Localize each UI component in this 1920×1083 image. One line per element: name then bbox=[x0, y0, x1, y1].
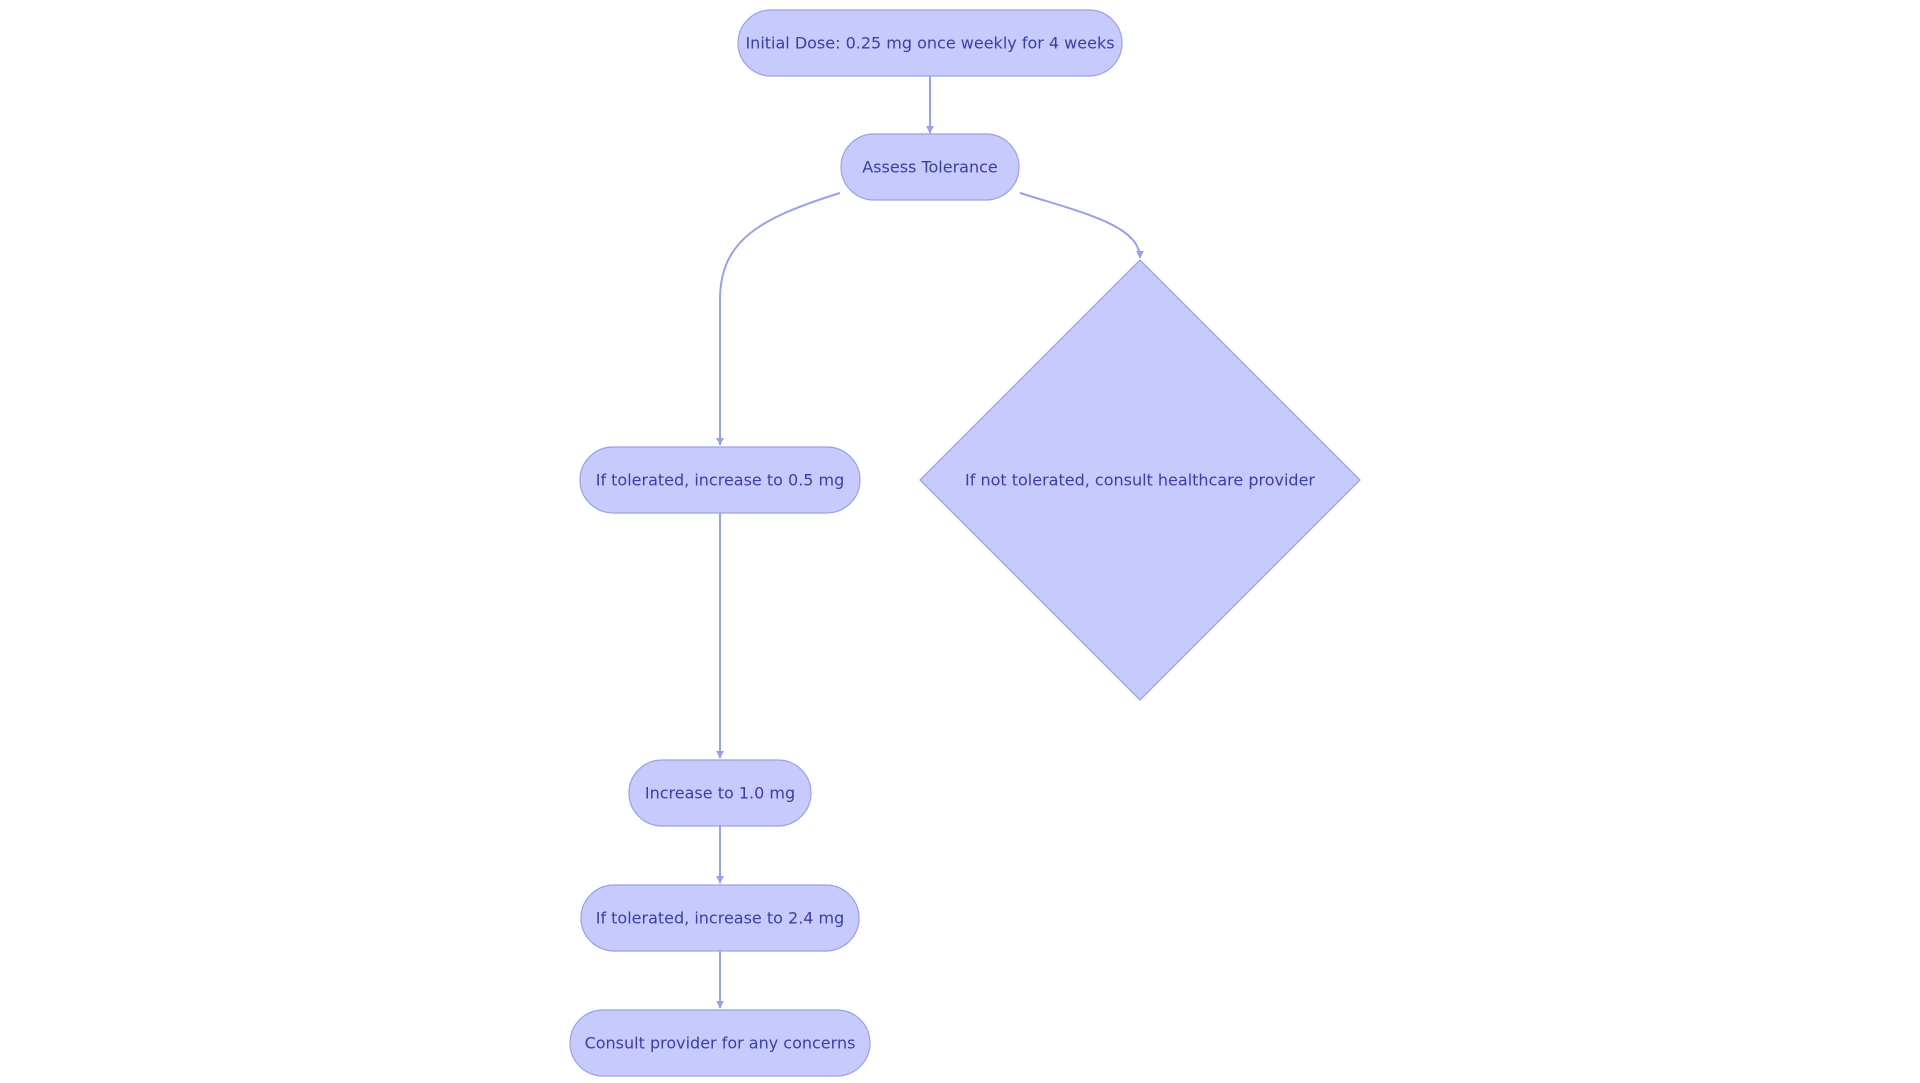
node-assess-tolerance: Assess Tolerance bbox=[840, 133, 1020, 201]
node-label: Increase to 1.0 mg bbox=[645, 784, 795, 803]
node-consult-provider: Consult provider for any concerns bbox=[569, 1009, 871, 1077]
node-not-tolerated-diamond: If not tolerated, consult healthcare pro… bbox=[919, 259, 1361, 701]
node-label: Initial Dose: 0.25 mg once weekly for 4 … bbox=[745, 34, 1114, 53]
edge-assess-to-not-tolerated bbox=[1019, 192, 1144, 259]
node-tolerated-increase-0-5: If tolerated, increase to 0.5 mg bbox=[579, 446, 861, 514]
edge-assess-to-tolerated-05 bbox=[716, 192, 841, 446]
node-initial-dose: Initial Dose: 0.25 mg once weekly for 4 … bbox=[737, 9, 1123, 77]
node-label: Consult provider for any concerns bbox=[585, 1034, 856, 1053]
node-label: Assess Tolerance bbox=[862, 158, 998, 177]
node-label: If tolerated, increase to 0.5 mg bbox=[596, 471, 845, 490]
node-increase-1-0: Increase to 1.0 mg bbox=[628, 759, 812, 827]
node-label: If tolerated, increase to 2.4 mg bbox=[596, 909, 845, 928]
nodes-group: Initial Dose: 0.25 mg once weekly for 4 … bbox=[569, 9, 1361, 1077]
edges-group bbox=[716, 76, 1144, 1009]
node-label: If not tolerated, consult healthcare pro… bbox=[965, 471, 1315, 490]
node-tolerated-increase-2-4: If tolerated, increase to 2.4 mg bbox=[580, 884, 860, 952]
